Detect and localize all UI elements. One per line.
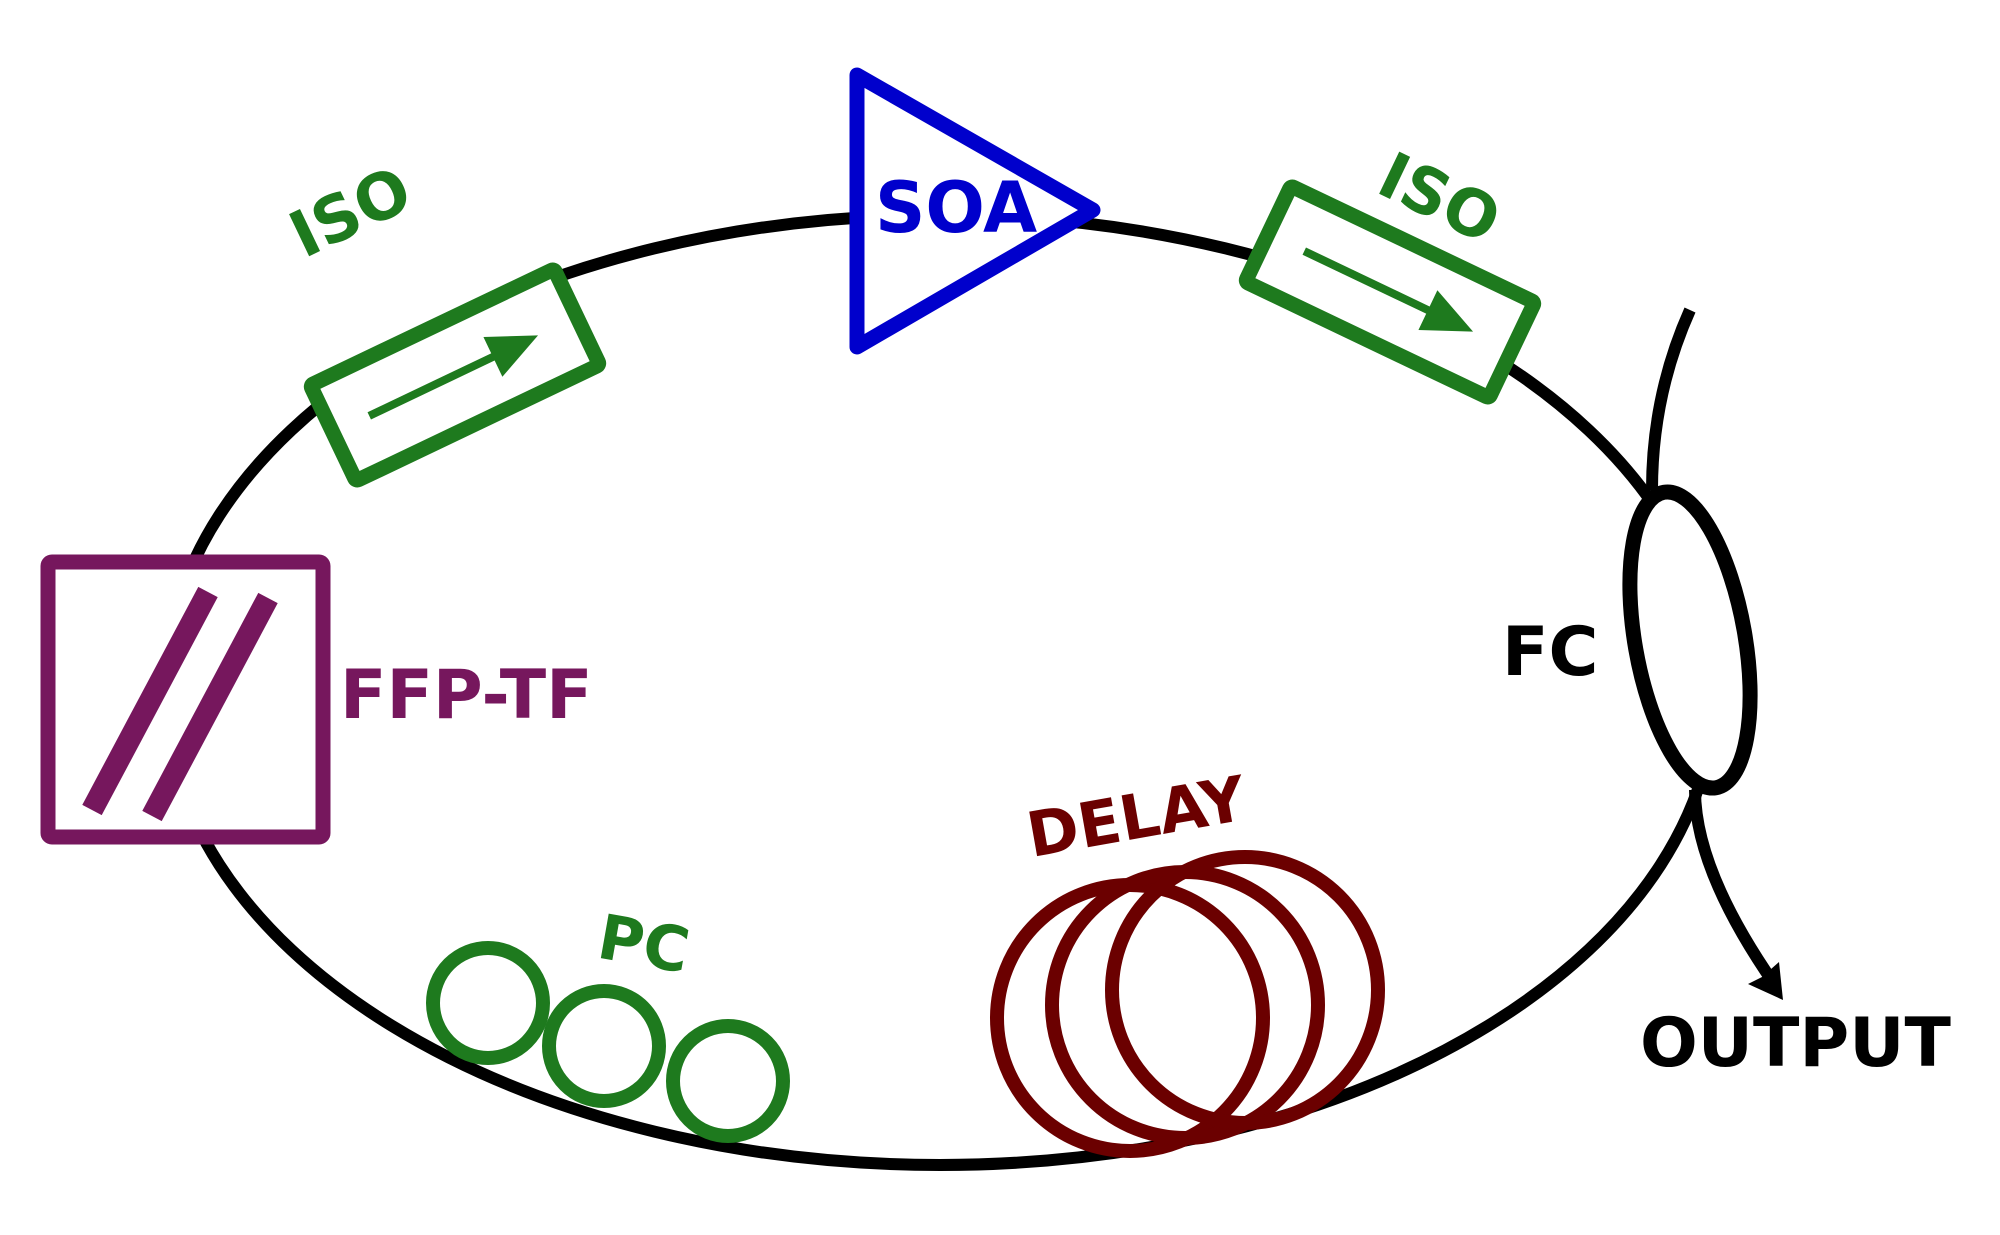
filter-mirror-left bbox=[82, 586, 218, 816]
isolator-right-arrow-head bbox=[1418, 290, 1474, 332]
soa-amplifier bbox=[849, 67, 1101, 355]
pc-paddle-2 bbox=[542, 984, 666, 1108]
output-fiber bbox=[1689, 789, 1780, 989]
ffp-tf-label: FFP-TF bbox=[340, 656, 593, 735]
delay-loop-2 bbox=[1045, 865, 1325, 1145]
pc-paddle-3 bbox=[666, 1019, 790, 1143]
pc-label: PC bbox=[593, 900, 695, 988]
delay-spool bbox=[990, 850, 1385, 1158]
isolator-right-arrow-shaft bbox=[1302, 247, 1442, 320]
iso-left-label: ISO bbox=[279, 153, 423, 273]
output-label: OUTPUT bbox=[1640, 1004, 1951, 1083]
isolator-left-arrow-shaft bbox=[367, 347, 507, 420]
delay-loop-3 bbox=[1105, 850, 1385, 1130]
ffp-tf-filter bbox=[40, 554, 331, 845]
pc-paddle-1 bbox=[426, 941, 550, 1065]
output-arrow-head bbox=[1748, 962, 1783, 1000]
isolator-left bbox=[303, 262, 607, 488]
coupler-input-fiber bbox=[1646, 307, 1696, 491]
fiber-coupler bbox=[1622, 484, 1758, 796]
filter-mirror-right bbox=[142, 592, 278, 822]
fc-label: FC bbox=[1502, 613, 1598, 692]
isolator-right bbox=[1238, 179, 1542, 405]
soa-label: SOA bbox=[875, 167, 1037, 249]
isolator-left-arrow-head bbox=[483, 335, 539, 377]
polarization-controller bbox=[426, 941, 790, 1143]
